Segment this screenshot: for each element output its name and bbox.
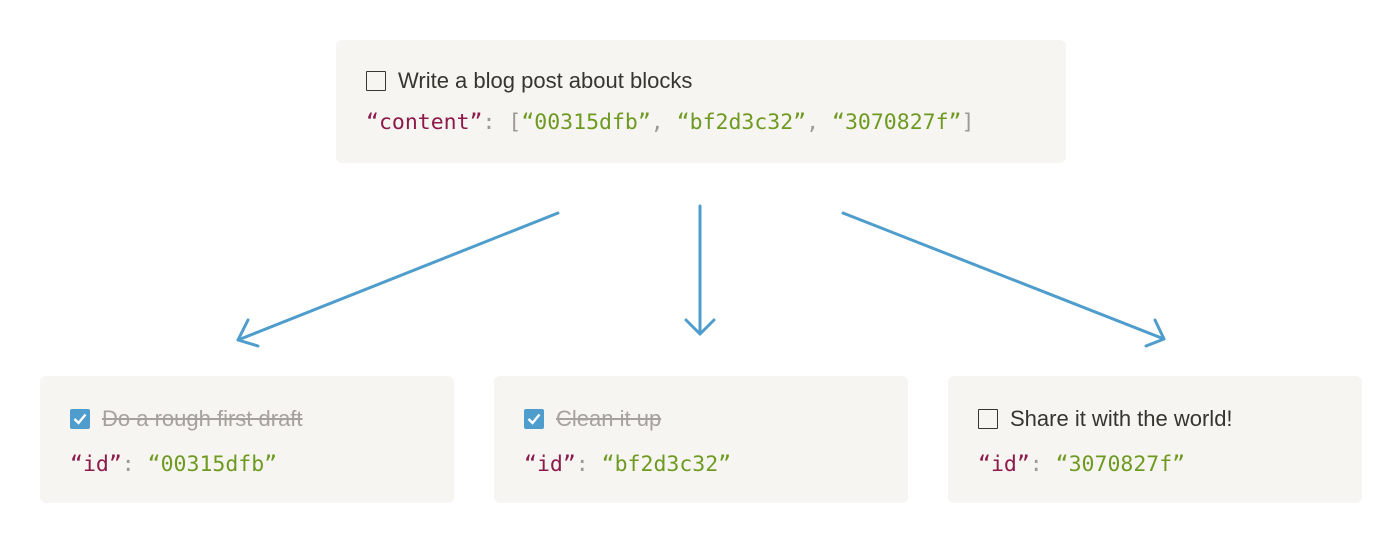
child-block-card-2: Clean it up “id”: “bf2d3c32”: [494, 376, 908, 503]
checked-checkbox-icon[interactable]: [70, 409, 90, 429]
content-id-3: “3070827f”: [832, 110, 962, 135]
arrow-to-child-1: [236, 211, 560, 348]
checked-checkbox-icon[interactable]: [524, 409, 544, 429]
child-todo-3: Share it with the world!: [978, 404, 1362, 434]
child-block-card-3: Share it with the world! “id”: “3070827f…: [948, 376, 1362, 503]
id-line-3: “id”: “3070827f”: [978, 450, 1362, 480]
colon: :: [1029, 452, 1056, 477]
parent-block-card: Write a blog post about blocks “content”…: [336, 40, 1066, 163]
colon: : [: [482, 110, 522, 135]
id-key: “id”: [978, 452, 1030, 477]
id-line-2: “id”: “bf2d3c32”: [524, 450, 908, 480]
comma: ,: [650, 110, 677, 135]
content-array-line: “content”: [“00315dfb”, “bf2d3c32”, “307…: [366, 108, 1066, 138]
id-value-1: “00315dfb”: [147, 452, 278, 477]
id-value-3: “3070827f”: [1055, 452, 1186, 477]
child-todo-title-2[interactable]: Clean it up: [556, 406, 662, 431]
child-block-card-1: Do a rough first draft “id”: “00315dfb”: [40, 376, 454, 503]
child-todo-title-1[interactable]: Do a rough first draft: [102, 406, 303, 431]
comma: ,: [806, 110, 833, 135]
arrow-to-child-3: [841, 211, 1166, 348]
id-key: “id”: [70, 452, 122, 477]
child-todo-2: Clean it up: [524, 404, 908, 434]
child-todo-title-3[interactable]: Share it with the world!: [1010, 406, 1233, 431]
content-id-2: “bf2d3c32”: [676, 110, 807, 135]
child-todo-1: Do a rough first draft: [70, 404, 454, 434]
parent-todo-title[interactable]: Write a blog post about blocks: [398, 68, 693, 93]
content-key: “content”: [366, 110, 483, 135]
close-bracket: ]: [961, 110, 975, 135]
arrow-to-child-2: [684, 204, 716, 336]
id-line-1: “id”: “00315dfb”: [70, 450, 454, 480]
id-key: “id”: [524, 452, 576, 477]
unchecked-checkbox-icon[interactable]: [366, 71, 386, 91]
content-id-1: “00315dfb”: [521, 110, 651, 135]
unchecked-checkbox-icon[interactable]: [978, 409, 998, 429]
parent-todo: Write a blog post about blocks: [366, 66, 1066, 96]
colon: :: [121, 452, 148, 477]
colon: :: [575, 452, 602, 477]
id-value-2: “bf2d3c32”: [601, 452, 732, 477]
